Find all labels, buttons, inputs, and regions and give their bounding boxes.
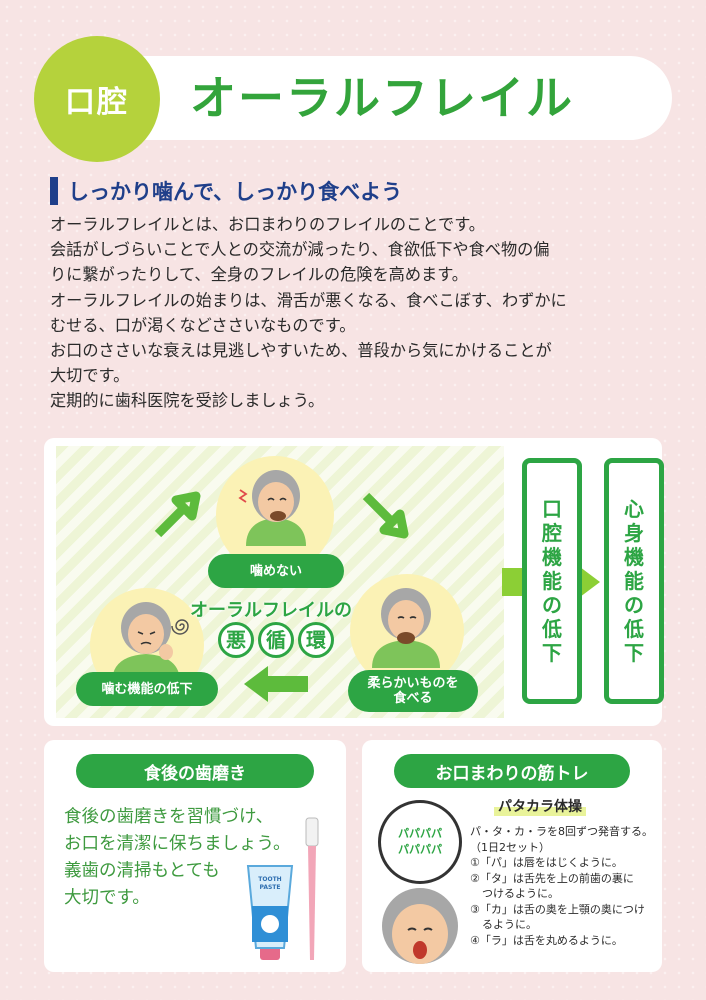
cycle-label-chewing-decline: 噛む機能の低下 bbox=[76, 672, 218, 706]
toothbrush-icon bbox=[305, 817, 319, 960]
pataka-line: パ・タ・カ・ラを8回ずつ発音する。 bbox=[470, 825, 653, 838]
speech-line: パパパパ bbox=[398, 843, 442, 856]
sigh-swirl-icon bbox=[171, 619, 189, 635]
brushing-line: 義歯の清掃もとても bbox=[64, 861, 220, 881]
mind-body-decline-box: 心 身 機 能 の 低 下 bbox=[604, 458, 664, 704]
toothpaste-label: TOOTH PASTE bbox=[252, 876, 288, 892]
cycle-label-soft-food: 柔らかいものを 食べる bbox=[348, 670, 478, 712]
box-char: の bbox=[624, 593, 644, 617]
intro-line: むせる、口が渇くなどささいなものです。 bbox=[50, 315, 356, 335]
brushing-line: お口を清潔に保ちましょう。 bbox=[64, 834, 291, 854]
box-char: 口 bbox=[542, 497, 562, 521]
pataka-line: （1日2セット） bbox=[470, 840, 550, 854]
speech-line: パパパパ bbox=[398, 827, 442, 840]
toothpaste-label-line1: TOOTH bbox=[258, 876, 282, 883]
cycle-center-char: 循 bbox=[258, 622, 294, 658]
toothpaste-icon bbox=[246, 865, 294, 960]
heading-bar bbox=[50, 177, 58, 205]
intro-line: オーラルフレイルとは、お口まわりのフレイルのことです。 bbox=[50, 215, 485, 234]
section-heading-text: しっかり噛んで、しっかり食べよう bbox=[68, 180, 403, 204]
speech-bubble: パパパパ パパパパ bbox=[378, 800, 462, 884]
brushing-text: 食後の歯磨きを習慣づけ、 お口を清潔に保ちましょう。 義歯の清掃もとても 大切で… bbox=[64, 804, 324, 912]
pataka-exercise-title: パタカラ体操 bbox=[494, 796, 586, 816]
box-char: 低 bbox=[624, 617, 644, 641]
cycle-label-soft-food-line1: 柔らかいものを bbox=[367, 676, 459, 691]
arrow-up-right-icon bbox=[154, 491, 201, 538]
pataka-step: ①「パ」は唇をはじくように。 bbox=[470, 856, 623, 869]
cycle-center-badges: 悪 循 環 bbox=[218, 622, 334, 658]
elderly-person-worried-icon bbox=[112, 602, 180, 682]
intro-text: オーラルフレイルとは、お口まわりのフレイルのことです。 会話がしづらいことで人と… bbox=[50, 212, 666, 414]
cycle-label-soft-food-line2: 食べる bbox=[393, 691, 433, 706]
box-char: 低 bbox=[542, 617, 562, 641]
cycle-center-char: 環 bbox=[298, 622, 334, 658]
intro-line: お口のささいな衰えは見逃しやすいため、普段から気にかけることが bbox=[50, 341, 552, 361]
pataka-step: ④「ラ」は舌を丸めるように。 bbox=[470, 933, 623, 947]
intro-line: オーラルフレイルの始まりは、滑舌が悪くなる、食べこぼす、わずかに bbox=[50, 290, 567, 310]
mouth-exercise-card-title: お口まわりの筋トレ bbox=[394, 754, 630, 788]
intro-line: りに繋がったりして、全身のフレイルの危険を高めます。 bbox=[50, 265, 468, 285]
pataka-instructions: パ・タ・カ・ラを8回ずつ発音する。 （1日2セット） ①「パ」は唇をはじくように… bbox=[470, 824, 666, 948]
box-char: 機 bbox=[542, 545, 562, 569]
pataka-step: ②「タ」は舌先を上の前歯の裏に bbox=[470, 871, 634, 885]
box-char: 心 bbox=[624, 497, 644, 521]
box-char: 身 bbox=[624, 521, 644, 545]
brushing-card-title: 食後の歯磨き bbox=[76, 754, 314, 788]
pataka-step: ③「カ」は舌の奥を上顎の奥につけ bbox=[470, 902, 645, 916]
intro-line: 定期的に歯科医院を受診しましょう。 bbox=[50, 391, 325, 411]
elderly-person-eating-icon bbox=[372, 588, 440, 668]
category-badge: 口腔 bbox=[34, 36, 160, 162]
box-char: の bbox=[542, 593, 562, 617]
section-heading: しっかり噛んで、しっかり食べよう bbox=[50, 176, 402, 206]
cycle-center-title: オーラルフレイルの bbox=[190, 600, 352, 621]
category-badge-label: 口腔 bbox=[65, 85, 129, 120]
toothpaste-label-line2: PASTE bbox=[259, 884, 281, 891]
box-char: 下 bbox=[624, 641, 644, 665]
elderly-person-speaking-icon bbox=[382, 888, 458, 964]
elderly-person-chewing-icon bbox=[238, 470, 306, 546]
page-title: オーラルフレイル bbox=[190, 71, 574, 125]
brushing-line: 大切です。 bbox=[64, 888, 150, 908]
cycle-center-char: 悪 bbox=[218, 622, 254, 658]
oral-function-decline-box: 口 腔 機 能 の 低 下 bbox=[522, 458, 582, 704]
brushing-line: 食後の歯磨きを習慣づけ、 bbox=[64, 807, 274, 827]
cycle-label-cannot-chew: 噛めない bbox=[208, 554, 344, 588]
pataka-step-cont: つけるように。 bbox=[482, 887, 559, 900]
box-char: 能 bbox=[624, 569, 644, 593]
box-char: 機 bbox=[624, 545, 644, 569]
box-char: 下 bbox=[542, 641, 562, 665]
intro-line: 会話がしづらいことで人との交流が減ったり、食欲低下や食べ物の偏 bbox=[50, 240, 550, 260]
arrow-left-icon bbox=[244, 666, 308, 702]
box-char: 腔 bbox=[542, 521, 562, 545]
pataka-step-cont: るように。 bbox=[482, 918, 537, 931]
intro-line: 大切です。 bbox=[50, 366, 130, 386]
arrow-down-right-icon bbox=[362, 492, 409, 539]
box-char: 能 bbox=[542, 569, 562, 593]
